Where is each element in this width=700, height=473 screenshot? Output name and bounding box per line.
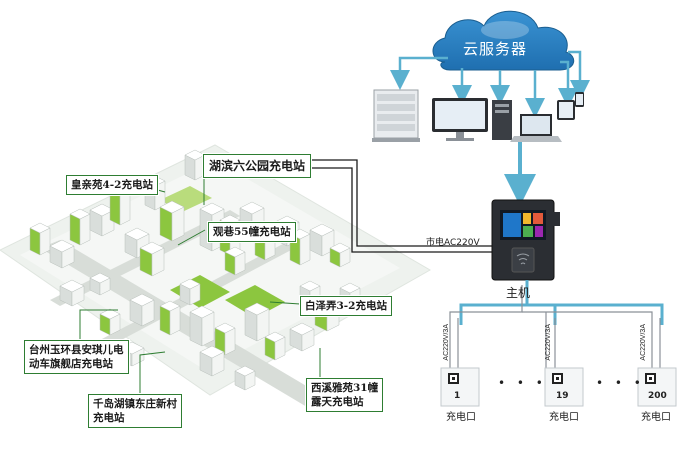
outlet-200-label: 充电口	[641, 412, 671, 423]
station-label-qiandaohu: 千岛湖镇东庄新村 充电站	[88, 394, 182, 428]
building	[299, 233, 311, 266]
power-lines	[300, 159, 492, 253]
building	[234, 365, 256, 377]
laptop-icon	[510, 114, 562, 142]
station-label-xixi: 西溪雅苑31幢 露天充电站	[306, 378, 384, 412]
building	[299, 280, 321, 292]
building	[139, 241, 165, 255]
building	[264, 331, 286, 343]
building	[214, 322, 236, 334]
station-label-yuhuan: 台州玉环县安琪儿电 动车旗舰店充电站	[24, 340, 129, 374]
building	[309, 223, 335, 237]
station-label-huangqinyuan: 皇亲苑4-2充电站	[66, 175, 158, 195]
building	[99, 308, 121, 320]
outlet-200-rating: AC220V/3A	[640, 324, 647, 361]
building	[289, 322, 315, 336]
outlet-wiring-dark	[449, 285, 661, 368]
building	[224, 246, 246, 258]
building	[179, 278, 201, 290]
phone-icon	[575, 92, 584, 107]
building	[159, 200, 185, 214]
building	[119, 189, 131, 226]
desktop-monitor-icon	[432, 98, 488, 141]
building	[159, 300, 181, 312]
building	[59, 279, 85, 293]
pc-tower-icon	[492, 100, 512, 140]
outlet-1-number: 1	[454, 391, 461, 401]
building	[124, 227, 150, 241]
building	[49, 239, 75, 253]
building	[29, 222, 51, 234]
cloud-server	[432, 10, 575, 71]
outlet-19	[544, 367, 584, 407]
outlet-19-label: 充电口	[549, 412, 579, 423]
outlet-200	[637, 367, 677, 407]
building	[339, 282, 361, 294]
cloud-arrows	[390, 50, 590, 206]
building	[329, 242, 351, 254]
building	[129, 293, 155, 307]
server-rack-icon	[372, 89, 420, 142]
cloud-shape	[432, 10, 575, 71]
ellipsis-right: • • •	[596, 376, 645, 390]
outlet-1-label: 充电口	[446, 412, 476, 423]
outlet-1	[440, 367, 480, 407]
outlet-19-rating: AC220V/3A	[545, 324, 552, 361]
ellipsis-left: • • •	[498, 376, 547, 390]
client-devices	[372, 89, 584, 142]
host-label: 主机	[506, 286, 531, 300]
outlet-19-number: 19	[556, 391, 569, 401]
host-device	[491, 199, 560, 281]
building	[189, 305, 215, 319]
outlet-wiring	[459, 280, 664, 325]
building	[89, 272, 111, 284]
power-label: 市电AC220V	[426, 238, 480, 248]
station-label-hubin: 湖滨六公园充电站	[203, 154, 312, 178]
cloud-label: 云服务器	[463, 40, 528, 58]
building	[244, 302, 270, 316]
building	[199, 345, 225, 359]
building	[69, 213, 81, 246]
tablet-icon	[557, 100, 575, 120]
building	[109, 189, 121, 226]
building	[79, 213, 91, 246]
building	[239, 201, 265, 215]
station-label-baizenong: 白泽弄3-2充电站	[300, 296, 392, 316]
outlet-1-rating: AC220V/3A	[443, 324, 450, 361]
outlet-200-number: 200	[648, 391, 667, 401]
station-label-guanxiang: 观巷55幢充电站	[208, 222, 296, 242]
building	[199, 202, 225, 216]
